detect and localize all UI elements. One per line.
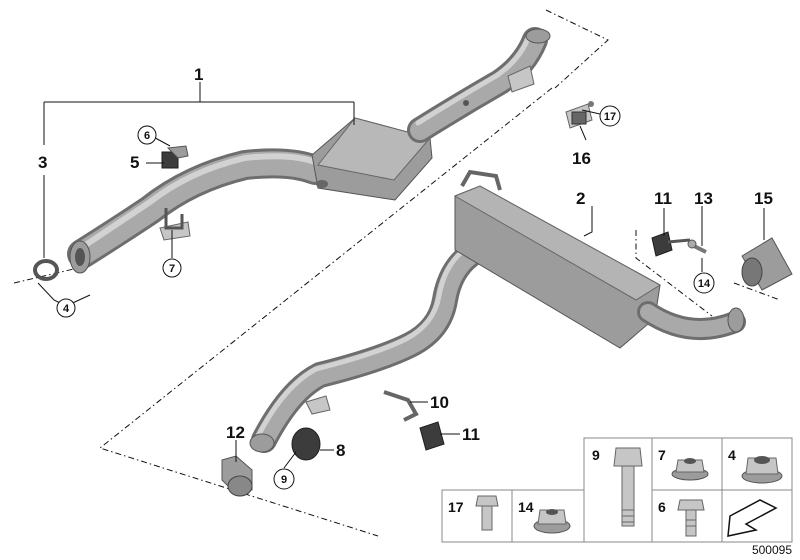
assembly-boundary-lines xyxy=(13,9,781,537)
legend-17-label: 17 xyxy=(448,499,464,515)
legend-6-label: 6 xyxy=(658,499,666,515)
long-bolt-icon xyxy=(613,447,643,527)
legend-14-label: 14 xyxy=(518,499,534,515)
legend-9-label: 9 xyxy=(592,447,600,463)
callout-11-upper: 11 xyxy=(654,189,672,208)
rear-small-parts xyxy=(221,231,793,497)
callout-7: 7 xyxy=(169,263,175,275)
callout-7-circle xyxy=(162,258,182,278)
callout-3: 3 xyxy=(38,153,47,172)
callout-6: 6 xyxy=(144,130,150,142)
callout-6-circle xyxy=(137,125,157,145)
nut-icon xyxy=(533,509,571,534)
callout-4: 4 xyxy=(63,303,70,315)
callout-10: 10 xyxy=(430,393,449,412)
legend-4-label: 4 xyxy=(728,447,736,463)
small-bolt-icon xyxy=(475,495,499,531)
callout-9: 9 xyxy=(281,474,287,486)
front-pipe-assembly xyxy=(67,27,551,274)
callout-16: 16 xyxy=(572,149,591,168)
callout-12: 12 xyxy=(226,423,245,442)
callout-8: 8 xyxy=(336,441,345,460)
legend-7-label: 7 xyxy=(658,447,666,463)
screw-icon xyxy=(677,499,705,537)
large-nut-icon xyxy=(741,456,783,484)
callout-11-lower: 11 xyxy=(462,425,480,444)
callout-4-circle xyxy=(56,298,76,318)
callout-13: 13 xyxy=(694,189,713,208)
diagram-code: 500095 xyxy=(752,543,792,557)
callout-5: 5 xyxy=(130,153,139,172)
callout-1: 1 xyxy=(194,65,203,84)
flange-nut-icon xyxy=(671,458,709,481)
parts-legend-grid: 9 7 4 6 17 14 xyxy=(441,437,793,543)
gasket-ring xyxy=(33,259,59,281)
callout-9-circle xyxy=(273,468,295,490)
leader-lines xyxy=(37,82,765,469)
callout-14-circle xyxy=(693,272,715,294)
callout-17-circle xyxy=(599,105,621,127)
rear-silencer-assembly xyxy=(249,169,746,453)
callout-15: 15 xyxy=(754,189,773,208)
callout-14: 14 xyxy=(698,278,711,290)
callout-17: 17 xyxy=(604,111,616,123)
front-small-parts xyxy=(33,101,594,281)
callout-2: 2 xyxy=(576,189,585,208)
direction-arrow-icon xyxy=(727,499,778,537)
callouts: 1 3 5 6 4 7 17 16 2 11 13 15 14 10 11 8 … xyxy=(38,65,773,490)
